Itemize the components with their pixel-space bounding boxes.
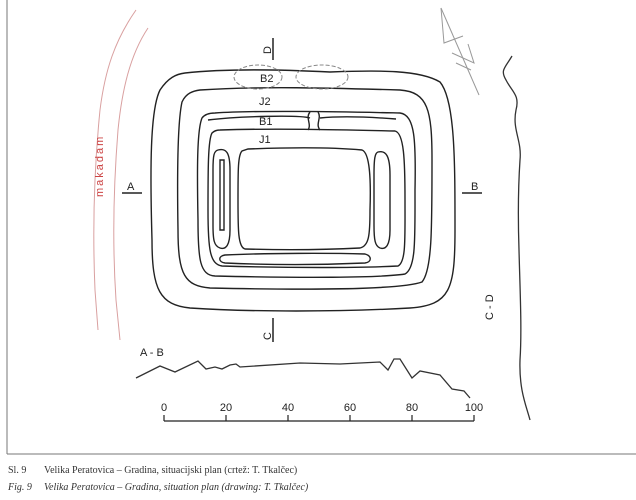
label-a: A [127,181,135,193]
south-trench [219,252,371,266]
rampart-contours [150,69,456,312]
b2-mounds [233,64,349,90]
road-label: makadam [94,135,106,197]
ditch-contour [176,86,433,290]
scale-tick-label: 40 [282,402,294,414]
road-lines [93,9,149,341]
scale-tick-label: 20 [220,402,232,414]
caption-croatian: Sl. 9 Velika Peratovica – Gradina, situac… [8,465,297,476]
profile-c-d [502,55,531,421]
label-b1: B1 [259,116,272,128]
north-arrow-icon [440,7,480,96]
site-plan-drawing: makadam D C B2 J2 B1 J1 A B C - D A - B [6,0,636,455]
profile-a-b [135,358,471,399]
inner-plateau [237,147,372,251]
east-trench [373,150,391,250]
label-b2: B2 [260,73,273,85]
label-j1: J1 [259,134,271,146]
scale-tick-label: 80 [406,402,418,414]
caption-text: Velika Peratovica – Gradina, situacijski… [44,465,298,476]
scale-bar [163,415,475,422]
scale-tick-label: 100 [465,402,483,414]
label-a-b: A - B [140,347,164,359]
inner-rampart-contour [196,110,416,279]
caption-text: Velika Peratovica – Gradina, situation p… [44,482,309,493]
label-c: C [262,332,274,340]
rampart-crest [207,128,406,269]
west-trench [212,148,231,250]
outer-contour [150,69,456,312]
label-b: B [471,181,478,193]
section-markers [122,38,482,342]
figure-frame [6,0,636,455]
label-c-d: C - D [484,294,496,320]
scale-tick-label: 0 [161,402,167,414]
label-d: D [262,46,274,54]
caption-number: Fig. 9 [8,482,32,493]
scale-tick-label: 60 [344,402,356,414]
label-j2: J2 [259,96,271,108]
caption-english: Fig. 9 Velika Peratovica – Gradina, situa… [8,482,308,493]
caption-number: Sl. 9 [8,465,27,476]
